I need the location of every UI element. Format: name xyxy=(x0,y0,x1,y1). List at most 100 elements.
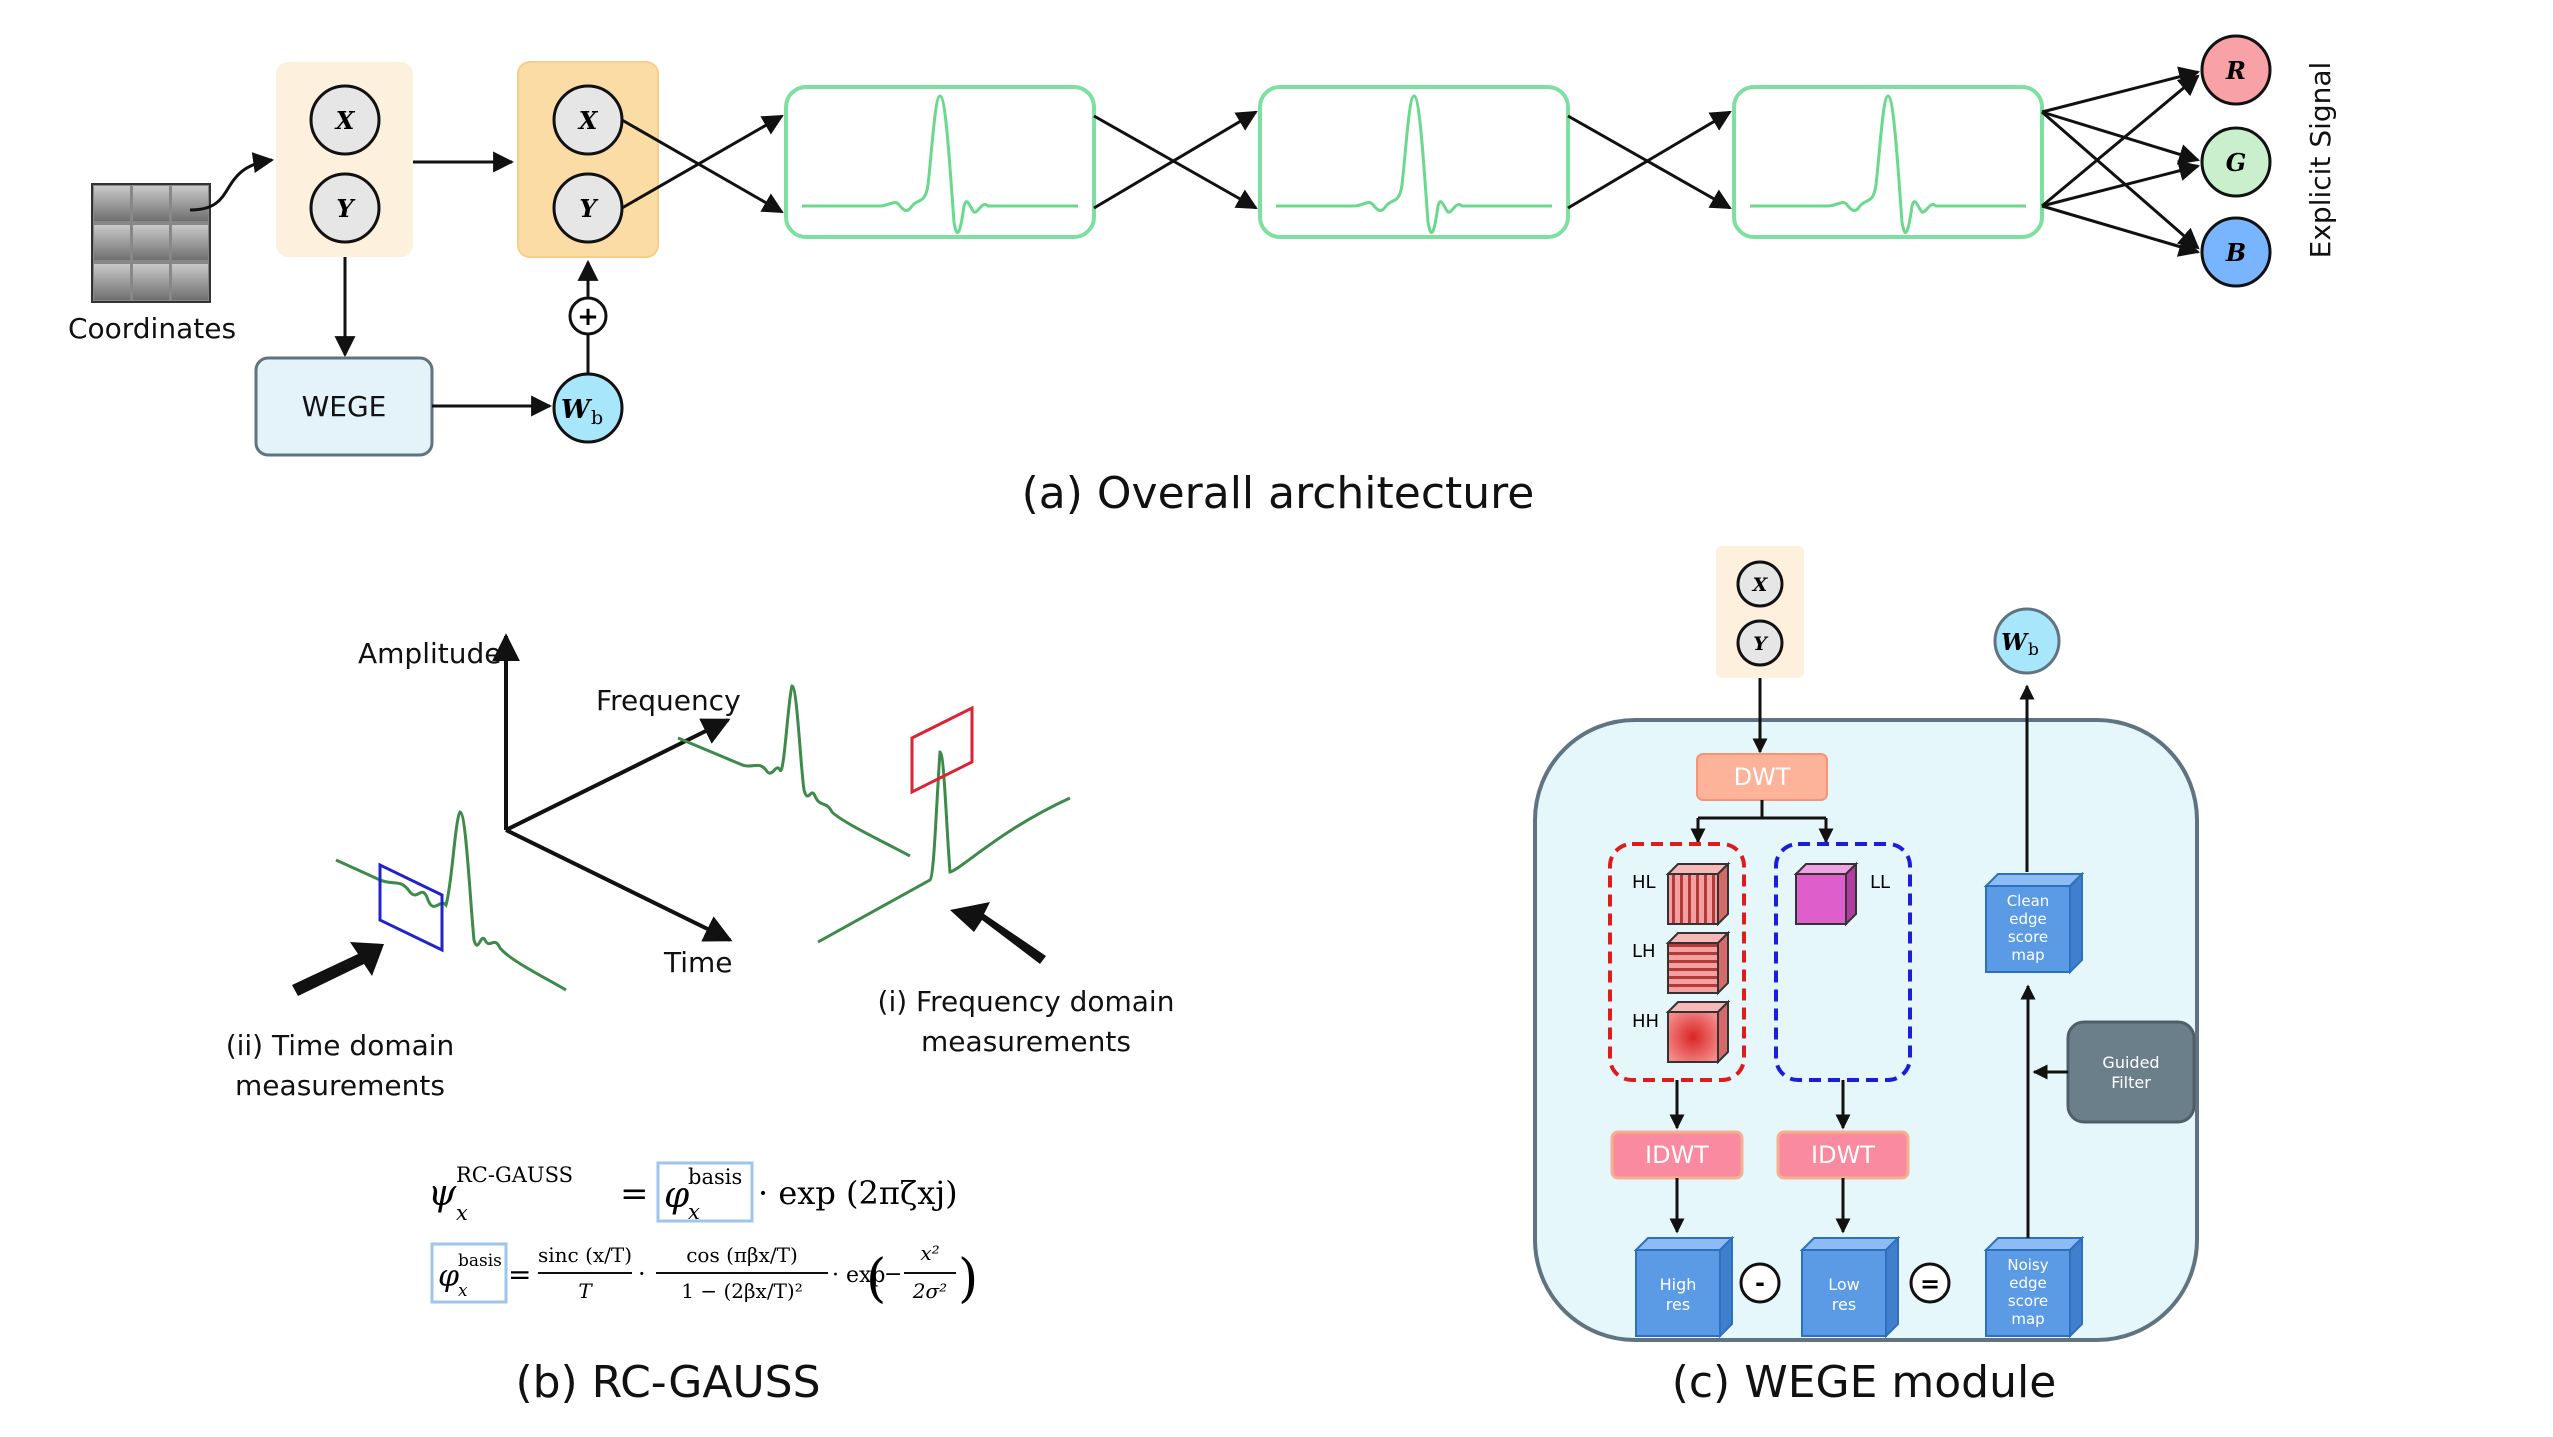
node-x-2-label: X xyxy=(577,106,599,135)
output-node-b xyxy=(2200,216,2272,288)
output-node-g-label: G xyxy=(2226,148,2247,177)
hl-cube xyxy=(1665,861,1731,927)
frequency-label: Frequency xyxy=(596,684,741,717)
high-res-cube: High res xyxy=(1633,1235,1735,1339)
clean-label-2: edge xyxy=(2009,910,2047,928)
guided-filter-box xyxy=(2066,1020,2196,1124)
equation-rc-gauss: ψ RC-GAUSS x = φ basis x · exp (2πζxj) xyxy=(428,1161,958,1225)
wege-node-y xyxy=(1736,619,1784,667)
eq1-phi: φ xyxy=(664,1175,690,1216)
eq2-sinc-num: sinc (x/T) xyxy=(538,1243,632,1267)
clean-label-3: score xyxy=(2008,928,2048,946)
eq2-phi-sup: basis xyxy=(458,1251,502,1271)
eq1-psi-sub: x xyxy=(456,1201,468,1225)
output-node-b-label: B xyxy=(2225,238,2246,267)
coordinates-grid-icon xyxy=(91,183,211,303)
eq2-paren-close: ) xyxy=(958,1249,978,1309)
wege-wb-node xyxy=(1993,607,2061,675)
node-x-1-label: X xyxy=(334,106,356,135)
overall-architecture: Coordinates X Y WEGE Wb + X Y xyxy=(68,34,2337,519)
time-label: Time xyxy=(663,946,733,979)
eq2-basis-box xyxy=(430,1242,508,1304)
idwt-high-label: IDWT xyxy=(1645,1141,1709,1169)
explicit-signal-label: Explicit Signal xyxy=(2304,62,2337,259)
eq2-cos-den: 1 − (2βx/T)² xyxy=(681,1279,802,1303)
eq1-phi-sub: x xyxy=(688,1200,700,1224)
rc-gauss: Amplitude Frequency Time (ii) Time domai… xyxy=(226,633,1175,1408)
high-frequency-group xyxy=(1608,842,1746,1082)
lh-label: LH xyxy=(1632,941,1656,962)
node-y-1 xyxy=(309,172,381,244)
low-res-label-2: res xyxy=(1832,1295,1856,1314)
eq1-psi-sup: RC-GAUSS xyxy=(456,1163,573,1187)
time-axis xyxy=(505,828,733,942)
output-arrows xyxy=(2041,66,2201,257)
clean-label-4: map xyxy=(2011,946,2044,964)
mlp-block-1 xyxy=(784,85,1096,239)
wege-box-label: WEGE xyxy=(302,390,387,423)
mlp2-to-mlp3-arrow-a xyxy=(1567,114,1732,210)
eq2-exp: · exp xyxy=(832,1263,886,1288)
eq1-basis-box xyxy=(656,1161,754,1223)
grid-to-input-arrow xyxy=(189,152,275,212)
time-domain-arrow-icon xyxy=(292,942,384,996)
noisy-label-1: Noisy xyxy=(2007,1256,2048,1274)
clean-label-1: Clean xyxy=(2007,892,2050,910)
frequency-axis xyxy=(505,718,731,832)
eq1-equals: = xyxy=(620,1174,649,1214)
caption-c: (c) WEGE module xyxy=(1672,1357,2057,1408)
wavelet-curve-2 xyxy=(1276,94,1552,234)
time-domain-window xyxy=(378,862,444,953)
eq2-equals: = xyxy=(508,1258,531,1291)
mlp1-to-mlp2-arrow-a xyxy=(1093,114,1258,210)
eq2-minus: − xyxy=(884,1262,902,1287)
ll-cube xyxy=(1793,861,1859,927)
high-res-label-1: High xyxy=(1660,1275,1697,1294)
noisy-label-4: map xyxy=(2011,1310,2044,1328)
output-node-g xyxy=(2200,126,2272,198)
frequency-domain-signal-top xyxy=(677,684,911,858)
output-node-r xyxy=(2200,34,2272,106)
low-res-cube: Low res xyxy=(1799,1235,1901,1339)
equals-operator xyxy=(1909,1262,1951,1304)
wb-node-label: Wb xyxy=(561,395,603,429)
noisy-label-2: edge xyxy=(2009,1274,2047,1292)
output-node-r-label: R xyxy=(2225,56,2246,85)
frequency-domain-window xyxy=(910,705,974,795)
frequency-domain-signal-spike xyxy=(817,750,1071,944)
wege-node-y-label: Y xyxy=(1753,633,1769,655)
node-y-2-label: Y xyxy=(579,194,599,223)
low-frequency-group xyxy=(1774,842,1912,1082)
eq1-rhs: · exp (2πζxj) xyxy=(758,1174,958,1212)
time-domain-label-2: measurements xyxy=(235,1069,445,1102)
eq2-cos-num: cos (πβx/T) xyxy=(686,1243,798,1267)
eq2-paren-open: ( xyxy=(866,1249,886,1309)
ll-label: LL xyxy=(1870,872,1890,893)
time-domain-signal xyxy=(335,810,567,992)
mlp1-to-mlp2-arrow-b xyxy=(1093,110,1258,210)
y2-to-mlp1-arrow xyxy=(621,114,784,210)
eq2-phi-sub: x xyxy=(458,1281,468,1301)
idwt-low-label: IDWT xyxy=(1811,1141,1875,1169)
wavelet-curve-1 xyxy=(802,94,1078,234)
amplitude-label: Amplitude xyxy=(358,637,502,670)
node-y-1-label: Y xyxy=(336,194,356,223)
time-domain-label-1: (ii) Time domain xyxy=(226,1029,455,1062)
high-res-label-2: res xyxy=(1666,1295,1690,1314)
lh-cube xyxy=(1665,930,1731,996)
minus-symbol: - xyxy=(1755,1269,1765,1297)
frequency-domain-arrow-icon xyxy=(950,902,1046,964)
dwt-label: DWT xyxy=(1734,763,1791,791)
equals-symbol: = xyxy=(1920,1270,1940,1298)
hh-label: HH xyxy=(1632,1011,1659,1032)
output-nodes: R G B xyxy=(2200,34,2272,288)
mlp2-to-mlp3-arrow-b xyxy=(1567,110,1732,210)
eq1-psi: ψ xyxy=(428,1173,457,1214)
minus-operator xyxy=(1739,1262,1781,1304)
equation-basis: φ basis x = sinc (x/T) T · cos (πβx/T) 1… xyxy=(430,1241,978,1309)
noisy-label-3: score xyxy=(2008,1292,2048,1310)
freq-domain-label-1: (i) Frequency domain xyxy=(878,985,1175,1018)
eq2-exp-den: 2σ² xyxy=(912,1279,947,1303)
caption-a: (a) Overall architecture xyxy=(1022,468,1535,519)
